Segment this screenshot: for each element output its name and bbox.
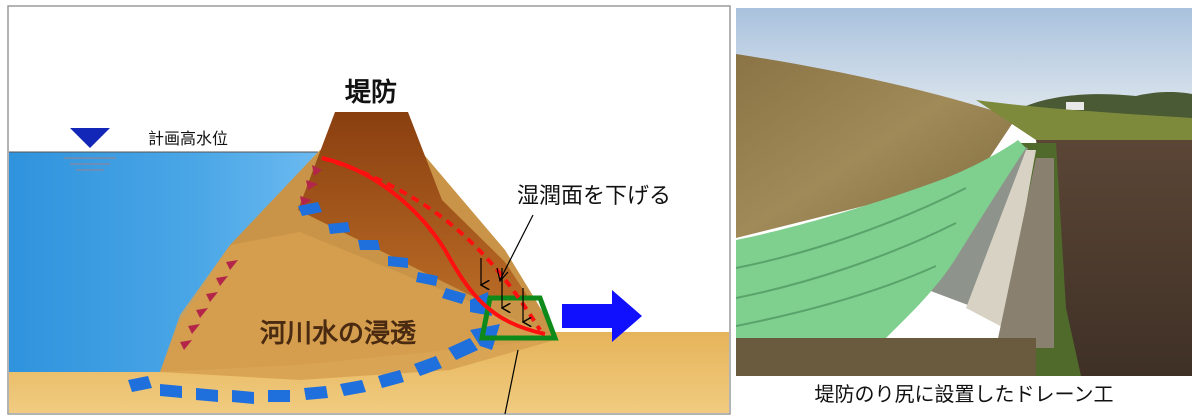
wet-surface-callout — [499, 214, 534, 281]
photo-caption: 堤防のり尻に設置したドレーン工 — [814, 382, 1114, 406]
water-level-label: 計画高水位 — [148, 129, 228, 148]
levee-label: 堤防 — [345, 78, 397, 108]
levee-slope — [736, 54, 1016, 238]
drain-work-photo — [736, 8, 1192, 376]
wet-surface-before — [321, 156, 542, 332]
farm-field — [1036, 140, 1192, 376]
water-level-ticks — [64, 157, 116, 171]
foreground-ground — [736, 338, 1036, 376]
wet-surface-after — [321, 156, 546, 336]
levee-seepage-diagram: 計画高水位 堤防 湿潤面を下げる 河川水の浸透 — [7, 5, 731, 415]
water-level-icon — [70, 128, 110, 148]
revetment-sawtooth — [180, 165, 322, 350]
levee-foundation — [160, 232, 555, 380]
distant-house — [1066, 102, 1084, 110]
levee-crest-grass — [976, 100, 1192, 140]
green-sandbags — [736, 140, 1026, 348]
sandbag-shading — [736, 187, 967, 327]
wet-surface-label: 湿潤面を下げる — [517, 184, 671, 209]
callout-arrowhead — [496, 267, 509, 283]
levee-core — [298, 112, 530, 300]
drain-channel — [966, 150, 1036, 328]
concrete-blocks — [996, 158, 1054, 348]
river-water — [9, 152, 318, 372]
outflow-arrow — [562, 290, 642, 342]
seepage-flow-arrows — [128, 202, 500, 404]
seepage-label: 河川水の浸透 — [260, 319, 417, 349]
drain-pointer-line — [504, 349, 519, 415]
lowering-arrows — [481, 258, 523, 322]
